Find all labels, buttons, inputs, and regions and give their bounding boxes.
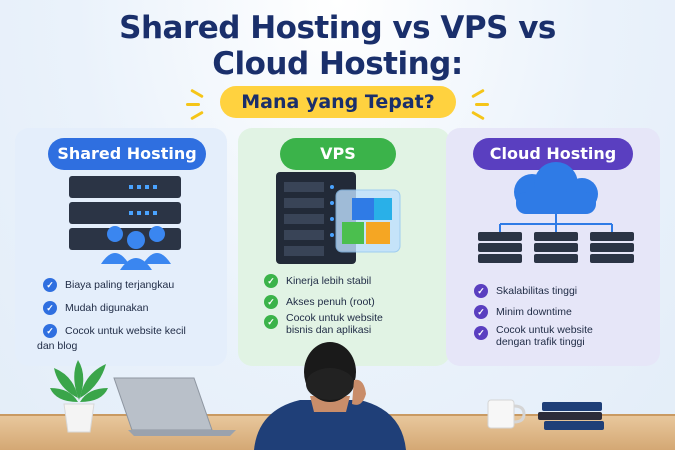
server-tower-with-blocks-icon: [276, 172, 401, 264]
cloud-with-servers-icon: [478, 162, 634, 263]
title-line-1: Shared Hosting vs VPS vs: [119, 10, 556, 46]
feature-item: Minim downtime: [496, 306, 572, 318]
feature-item: Akses penuh (root): [286, 296, 375, 308]
feature-item: Biaya paling terjangkau: [65, 279, 175, 291]
feature-item: Skalabilitas tinggi: [496, 285, 578, 297]
page-title: Shared Hosting vs VPS vs Cloud Hosting:: [0, 10, 675, 82]
check-icon: ✓: [43, 324, 57, 338]
vps-label: VPS: [280, 138, 396, 170]
check-icon: ✓: [264, 274, 278, 288]
check-icon: ✓: [474, 284, 488, 298]
mug-icon: [487, 399, 526, 429]
check-icon: ✓: [264, 295, 278, 309]
plant-icon: [50, 360, 108, 433]
check-icon: ✓: [43, 278, 57, 292]
check-icon: ✓: [474, 326, 488, 340]
shared-hosting-label: Shared Hosting: [48, 138, 206, 170]
feature-item-continued: dengan trafik tinggi: [496, 336, 585, 348]
check-icon: ✓: [43, 301, 57, 315]
shared-hosting-card: Shared Hosting ✓ Biaya paling terjangkau…: [15, 128, 227, 366]
feature-item-continued: dan blog: [37, 340, 78, 352]
check-icon: ✓: [474, 305, 488, 319]
feature-item: Mudah digunakan: [65, 302, 149, 314]
subtitle-badge: Mana yang Tepat?: [220, 86, 456, 118]
books-icon: [538, 402, 604, 430]
cloud-hosting-card: Cloud Hosting ✓ Skalabilitas tinggi ✓ Mi…: [446, 128, 660, 366]
title-line-2: Cloud Hosting:: [212, 46, 463, 82]
laptop-icon: [113, 377, 236, 436]
spark-icon: [186, 103, 200, 106]
feature-item: Cocok untuk website: [286, 312, 383, 324]
vps-card: VPS ✓ Kinerja lebih stabil ✓ Akses penuh…: [238, 128, 450, 366]
feature-item: Cocok untuk website kecil: [65, 325, 186, 337]
spark-icon: [475, 103, 489, 106]
server-stack-with-users-icon: [69, 176, 181, 270]
feature-item: Cocok untuk website: [496, 324, 593, 336]
person-icon: [254, 342, 406, 450]
feature-item-continued: bisnis dan aplikasi: [286, 324, 372, 336]
check-icon: ✓: [264, 315, 278, 329]
feature-item: Kinerja lebih stabil: [286, 275, 372, 287]
